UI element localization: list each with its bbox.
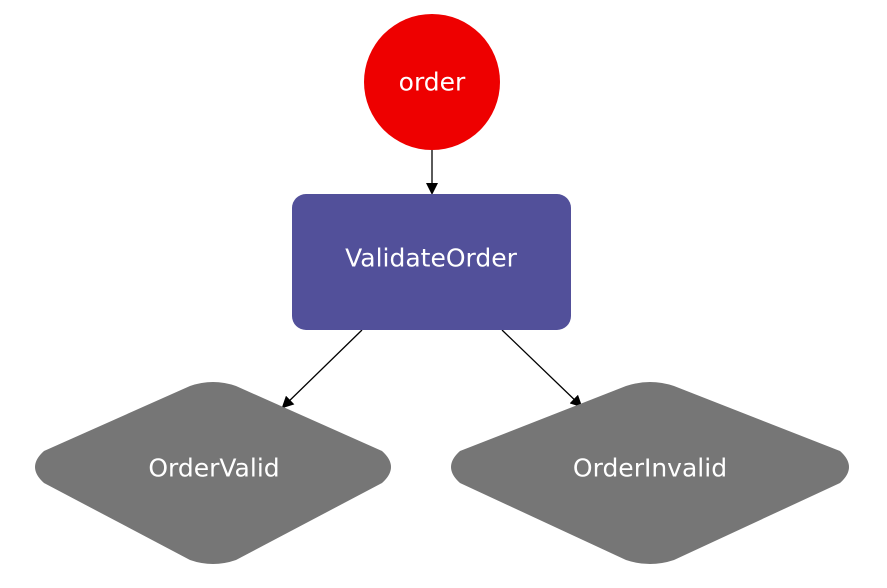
node-order[interactable]: order <box>364 14 500 150</box>
node-order-invalid-shape <box>451 382 849 564</box>
edge-validate-order-to-order-valid <box>281 329 363 409</box>
edge-validate-order-to-order-invalid <box>501 329 583 408</box>
node-order-shape <box>364 14 500 150</box>
node-order-invalid[interactable]: OrderInvalid <box>451 382 849 564</box>
node-order-valid[interactable]: OrderValid <box>35 382 391 564</box>
node-order-valid-label: OrderValid <box>148 454 279 483</box>
node-order-invalid-label: OrderInvalid <box>573 454 727 483</box>
node-validate-order[interactable]: ValidateOrder <box>292 194 571 330</box>
node-order-valid-shape <box>35 382 391 564</box>
node-order-label: order <box>399 68 466 97</box>
node-validate-order-label: ValidateOrder <box>345 244 518 273</box>
node-validate-order-shape <box>292 194 571 330</box>
